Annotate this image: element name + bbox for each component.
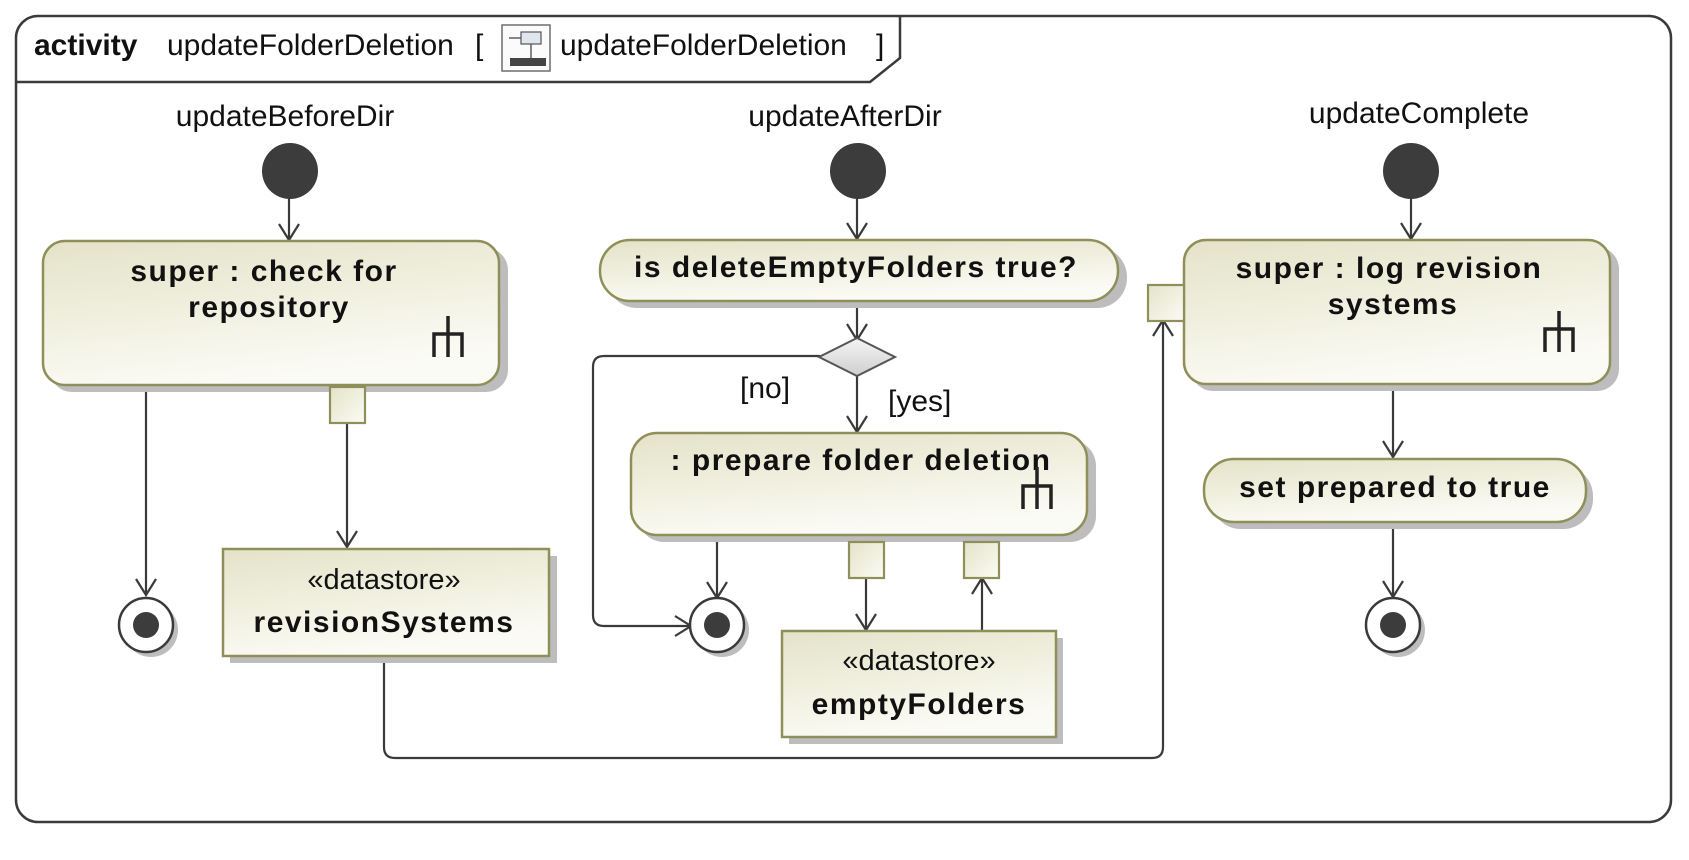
control-flows (135, 197, 1422, 760)
initial-node-update-complete: updateComplete (1309, 97, 1529, 199)
guard-no: [no] (740, 372, 790, 405)
output-pin-prepare (847, 540, 886, 580)
frame-name: updateFolderDeletion (167, 29, 454, 62)
datastore-stereotype: «datastore» (842, 645, 995, 677)
action-log-revision-systems[interactable]: super : log revision systems (1182, 238, 1619, 391)
decision-node (816, 336, 898, 378)
datastore-revision-systems[interactable]: «datastore» revisionSystems (221, 547, 557, 663)
datastore-name: revisionSystems (254, 606, 515, 639)
action-check-for-repository[interactable]: super : check for repository (41, 239, 508, 392)
datastore-name: emptyFolders (812, 688, 1027, 721)
frame-bracket-close: ] (876, 29, 884, 62)
action-is-delete-empty-folders[interactable]: is deleteEmptyFolders true? (598, 238, 1127, 308)
action-prepare-folder-deletion[interactable]: : prepare folder deletion (629, 431, 1096, 542)
initial-node-update-before-dir: updateBeforeDir (176, 100, 394, 199)
diagram-icon (501, 24, 551, 72)
action-label: : prepare folder deletion (671, 444, 1052, 477)
diagram-frame: activity updateFolderDeletion [ updateFo… (14, 14, 1673, 824)
rake-icon (1021, 467, 1053, 509)
initial-label-complete: updateComplete (1309, 97, 1529, 130)
initial-label-after: updateAfterDir (748, 100, 941, 133)
activity-final-node-left (117, 596, 178, 657)
frame-keyword: activity (34, 29, 138, 62)
datastore-stereotype: «datastore» (307, 564, 460, 596)
input-pin-log-revision (1146, 283, 1186, 323)
activity-final-node-right (1364, 596, 1425, 657)
action-label: super : log revision (1236, 252, 1543, 285)
frame-diagram-name: updateFolderDeletion (560, 29, 847, 62)
output-pin-check-repository (328, 385, 367, 425)
initial-node-update-after-dir: updateAfterDir (748, 100, 942, 199)
rake-icon (432, 316, 464, 357)
frame-bracket-open: [ (475, 29, 484, 62)
action-set-prepared[interactable]: set prepared to true (1202, 457, 1593, 529)
action-label: set prepared to true (1239, 471, 1551, 504)
input-pin-prepare (962, 540, 1001, 580)
activity-final-node-middle (688, 596, 749, 657)
action-label: super : check for (130, 255, 397, 288)
guard-yes: [yes] (888, 385, 951, 418)
datastore-empty-folders[interactable]: «datastore» emptyFolders (780, 629, 1063, 744)
action-label: systems (1328, 288, 1459, 321)
action-label: is deleteEmptyFolders true? (634, 251, 1078, 284)
action-label: repository (188, 291, 350, 324)
rake-icon (1543, 311, 1575, 352)
initial-label-before: updateBeforeDir (176, 100, 394, 133)
